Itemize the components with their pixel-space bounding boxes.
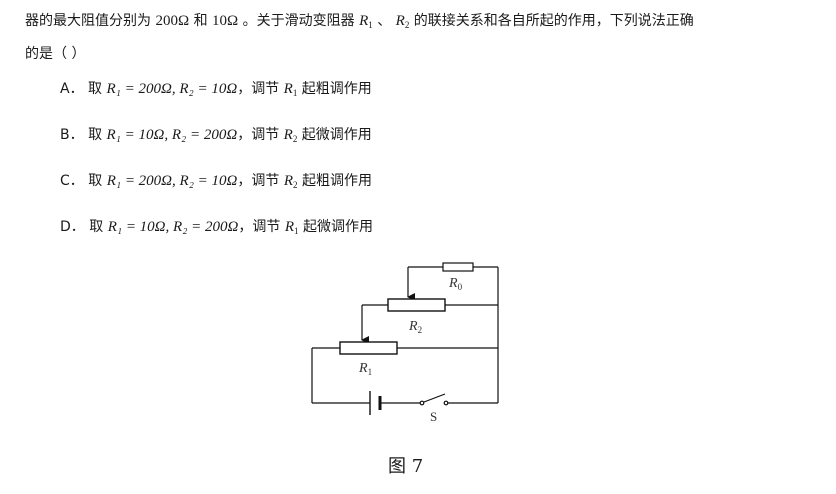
option-symbol: R bbox=[283, 173, 294, 189]
label-switch: S bbox=[430, 409, 437, 424]
question-text: 、 bbox=[377, 13, 392, 29]
option-letter: B． bbox=[60, 127, 84, 143]
label-r2: R2 bbox=[408, 319, 422, 335]
symbol-r2-subscript: 2 bbox=[404, 20, 410, 30]
option-symbol-subscript: 2 bbox=[293, 180, 298, 190]
option-b[interactable]: B． 取 R₁ = 10Ω, R₂ = 200Ω，调节 R2 起微调作用 bbox=[60, 125, 372, 146]
option-text: 起微调作用 bbox=[301, 127, 372, 143]
option-symbol-subscript: 1 bbox=[294, 226, 299, 236]
option-text: ， bbox=[238, 219, 253, 235]
switch-icon bbox=[419, 393, 449, 406]
option-a[interactable]: A． 取 R₁ = 200Ω, R₂ = 10Ω，调节 R1 起粗调作用 bbox=[60, 79, 372, 100]
question-text: 。关于滑动变阻器 bbox=[242, 13, 355, 29]
option-text: 调节 bbox=[252, 219, 281, 235]
option-text: 取 bbox=[88, 127, 103, 143]
battery-icon bbox=[369, 391, 382, 415]
rheostat-r1 bbox=[339, 341, 398, 355]
resistor-r0 bbox=[442, 262, 474, 272]
option-equation: R₁ = 200Ω, R₂ = 10Ω bbox=[106, 173, 238, 189]
option-letter: D． bbox=[60, 219, 85, 235]
option-symbol: R bbox=[283, 127, 293, 143]
circuit-wires bbox=[311, 266, 499, 404]
option-letter: A． bbox=[60, 81, 84, 97]
figure-caption: 图 7 bbox=[388, 456, 424, 477]
option-d[interactable]: D． 取 R₁ = 10Ω, R₂ = 200Ω，调节 R1 起微调作用 bbox=[60, 217, 373, 238]
option-text: 取 bbox=[89, 219, 104, 235]
option-text: 起粗调作用 bbox=[301, 173, 372, 189]
option-text: 取 bbox=[88, 173, 103, 189]
symbol-r1-subscript: 1 bbox=[368, 20, 373, 30]
option-c[interactable]: C． 取 R₁ = 200Ω, R₂ = 10Ω，调节 R2 起粗调作用 bbox=[60, 171, 372, 192]
option-text: 调节 bbox=[251, 173, 280, 189]
question-text: 和 bbox=[193, 13, 208, 29]
option-equation: R₁ = 10Ω, R₂ = 200Ω bbox=[106, 127, 238, 143]
option-symbol-subscript: 2 bbox=[292, 134, 298, 144]
option-text: 起粗调作用 bbox=[301, 81, 372, 97]
label-r1: R1 bbox=[358, 361, 372, 377]
question-text: 的是（ ） bbox=[25, 46, 86, 62]
option-text: 取 bbox=[88, 81, 103, 97]
symbol-r1: R bbox=[359, 13, 369, 29]
option-equation: R₁ = 200Ω, R₂ = 10Ω bbox=[106, 81, 238, 97]
value-200-ohm: 200Ω bbox=[155, 13, 190, 29]
symbol-r2: R bbox=[395, 13, 405, 29]
option-text: ， bbox=[237, 173, 252, 189]
option-text: ， bbox=[237, 127, 252, 143]
question-line-1: 器的最大阻值分别为 200Ω 和 10Ω 。关于滑动变阻器 R1 、 R2 的联… bbox=[25, 11, 694, 32]
label-r0: R0 bbox=[448, 276, 463, 292]
option-letter: C． bbox=[60, 173, 84, 189]
question-text: 器的最大阻值分别为 bbox=[25, 13, 151, 29]
circuit-diagram: R0 R2 R1 S bbox=[311, 262, 499, 424]
option-symbol: R bbox=[283, 81, 293, 97]
option-symbol-subscript: 1 bbox=[292, 88, 298, 98]
rheostat-r2 bbox=[387, 298, 446, 312]
question-line-2: 的是（ ） bbox=[25, 44, 85, 64]
option-equation: R₁ = 10Ω, R₂ = 200Ω bbox=[107, 219, 239, 235]
option-symbol: R bbox=[284, 219, 295, 235]
question-text: 的联接关系和各自所起的作用，下列说法正确 bbox=[413, 13, 694, 29]
value-10-ohm: 10Ω bbox=[212, 13, 239, 29]
option-text: ， bbox=[237, 81, 252, 97]
option-text: 调节 bbox=[251, 81, 280, 97]
option-text: 调节 bbox=[251, 127, 280, 143]
option-text: 起微调作用 bbox=[302, 219, 373, 235]
